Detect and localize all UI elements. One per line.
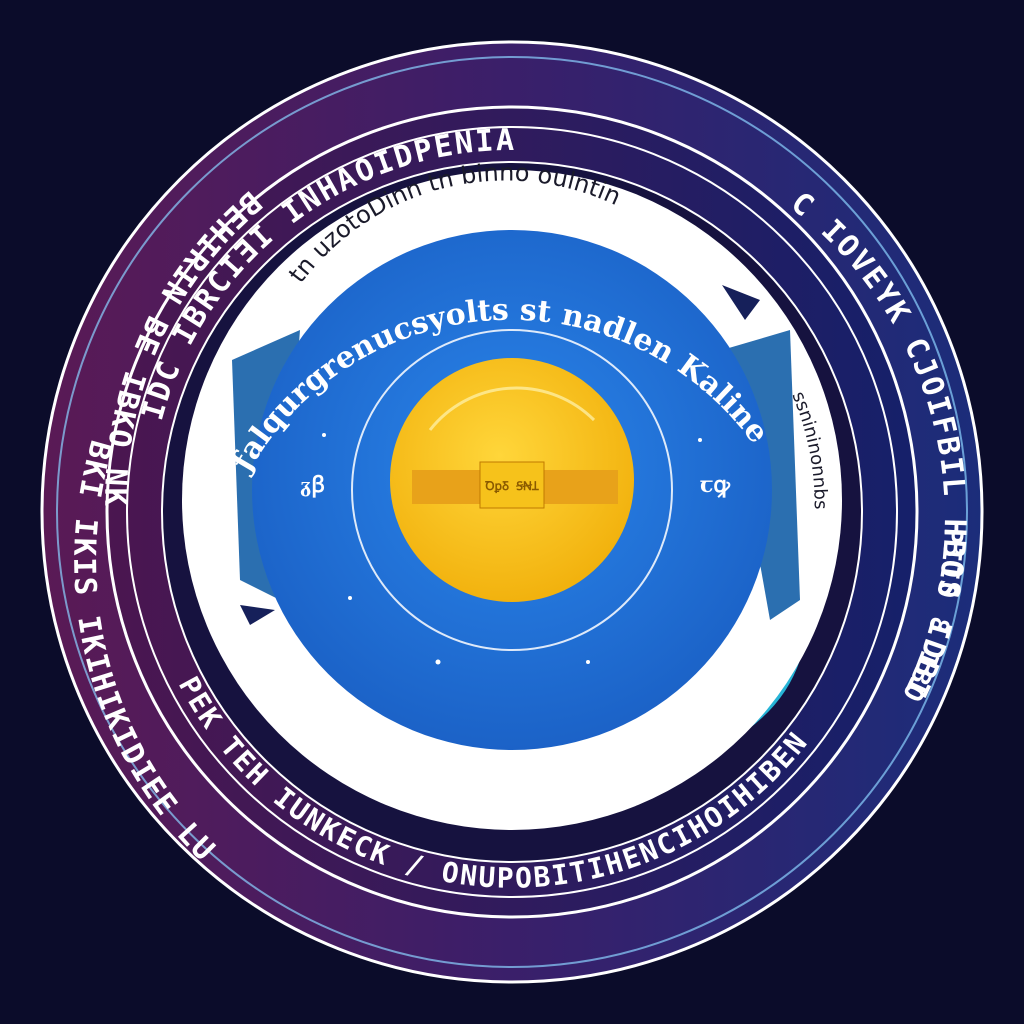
right-glyph: ꞇꝙ bbox=[700, 472, 730, 498]
left-glyph: ᵹꞵ bbox=[300, 472, 325, 498]
center-label: ꝹꝑꝽ ꞨꞤꞱ bbox=[484, 479, 539, 494]
